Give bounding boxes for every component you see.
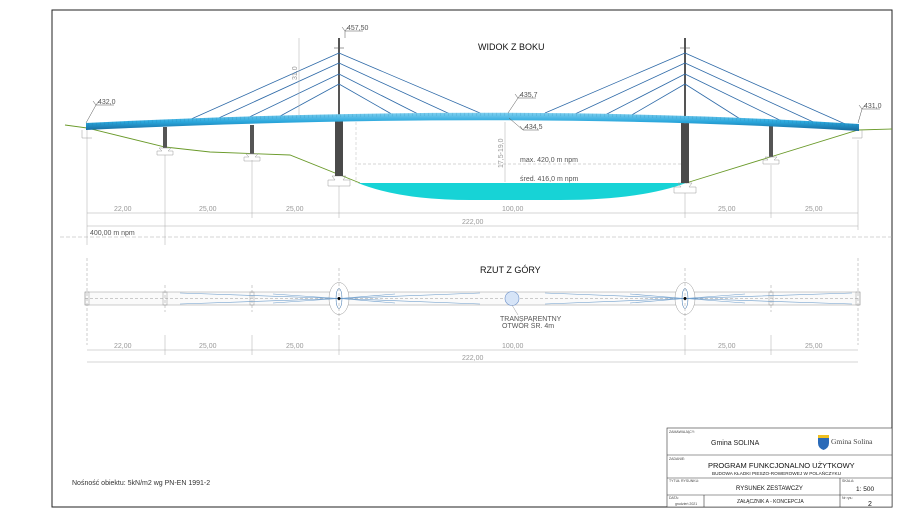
- ground-line-left: [64, 124, 361, 184]
- elevation-left: 432,0: [98, 99, 116, 106]
- scale-label: SKALA:: [842, 479, 854, 483]
- opening-note-line2: OTWÓR ŚR. 4m: [502, 321, 554, 330]
- opening-note-line1: TRANSPARENTNY: [500, 316, 562, 323]
- plan-view: RZUT Z GÓRY TRANSPARE: [84, 258, 861, 363]
- pylon-right-mast: [684, 38, 686, 124]
- sheet-label: Nr rys.:: [842, 496, 853, 500]
- elevation-mid-bottom: 434,5: [525, 124, 543, 131]
- side-span-3: 25,00: [286, 206, 304, 213]
- side-view: WIDOK Z BOKU max. 420,0 m npm śred. 416,…: [60, 25, 893, 245]
- client-name: Gmina SOLINA: [711, 440, 760, 447]
- drawing-title: RYSUNEK ZESTAWCZY: [736, 486, 803, 492]
- title-block: ZAMAWIAJĄCY: Gmina SOLINA Gmina Solina Z…: [666, 427, 893, 508]
- elevation-mid-top: 435,7: [520, 92, 538, 99]
- side-span-4: 100,00: [502, 206, 524, 213]
- pier-5: [769, 124, 773, 157]
- program-title: PROGRAM FUNKCJONALNO UŻYTKOWY: [708, 461, 855, 470]
- plan-span-2: 25,00: [199, 343, 217, 350]
- project-title: BUDOWA KŁADKI PIESZO-ROWEROWEJ W POLAŃCZ…: [712, 470, 842, 476]
- water-body: [358, 183, 686, 200]
- scale-value: 1: 500: [856, 486, 874, 493]
- pylon-height-label: 31,0: [292, 66, 299, 80]
- date-value: grudzień 2021: [675, 502, 697, 506]
- clearance-label: 17,5-19,0: [498, 138, 505, 168]
- sheet-number: 2: [868, 501, 872, 508]
- client-label: ZAMAWIAJĄCY:: [669, 430, 695, 434]
- pylon-left-base: [335, 120, 343, 176]
- ground-line-right: [685, 128, 893, 184]
- transparent-opening: [504, 291, 520, 306]
- foundations: [81, 130, 863, 194]
- plan-span-6: 25,00: [805, 343, 823, 350]
- side-view-title: WIDOK Z BOKU: [478, 42, 545, 52]
- attachment-label: ZAŁĄCZNIK A - KONCEPCJA: [737, 499, 804, 505]
- plan-span-3: 25,00: [286, 343, 304, 350]
- drawing-title-label: TYTUŁ RYSUNKU:: [669, 479, 699, 483]
- plan-total-length: 222,00: [462, 355, 484, 362]
- elevation-pylon-top: 457,50: [347, 25, 369, 32]
- datum-label: 400,00 m npm: [90, 230, 135, 237]
- pylon-right-base: [681, 122, 689, 183]
- plan-view-title: RZUT Z GÓRY: [480, 265, 541, 275]
- plan-span-1: 22,00: [114, 343, 132, 350]
- pylon-left-mast: [338, 38, 340, 122]
- stay-cables: [179, 52, 853, 128]
- side-span-2: 25,00: [199, 206, 217, 213]
- water-avg-label: śred. 416,0 m npm: [520, 176, 579, 183]
- load-capacity-note: Nośność obiektu: 5kN/m2 wg PN-EN 1991-2: [72, 480, 210, 487]
- task-label: ZADANIE:: [669, 457, 685, 461]
- side-span-5: 25,00: [718, 206, 736, 213]
- plan-span-5: 25,00: [718, 343, 736, 350]
- pier-1: [163, 127, 167, 148]
- gmina-solina-logo: Gmina Solina: [818, 435, 873, 450]
- side-total-length: 222,00: [462, 219, 484, 226]
- logo-text: Gmina Solina: [831, 437, 873, 446]
- plan-span-4: 100,00: [502, 343, 524, 350]
- date-label: DATA:: [669, 496, 679, 500]
- side-span-1: 22,00: [114, 206, 132, 213]
- pier-2: [250, 125, 254, 154]
- side-span-6: 25,00: [805, 206, 823, 213]
- sheet-frame: [51, 9, 893, 508]
- plan-dimension-lines: [87, 335, 858, 363]
- elevation-markers: [85, 26, 880, 182]
- side-dimension-lines: [60, 130, 892, 245]
- elevation-right: 431,0: [864, 103, 882, 110]
- water-max-label: max. 420,0 m npm: [520, 157, 578, 164]
